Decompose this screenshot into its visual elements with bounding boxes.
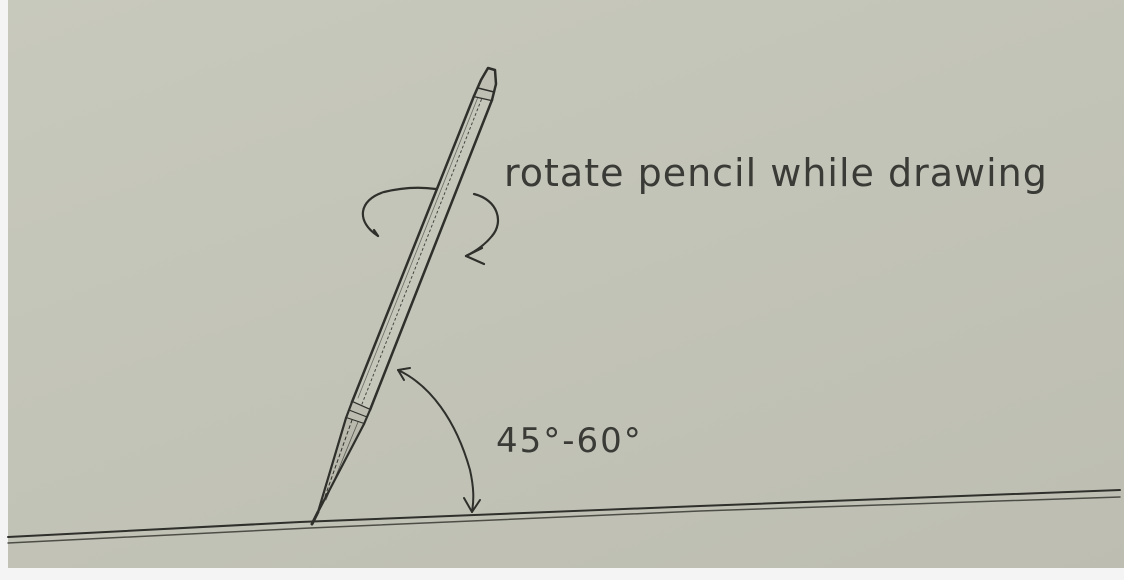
surface-line [7,489,1121,544]
rotation-arrow-icon [361,186,500,266]
angle-arc-icon [397,367,481,513]
angle-range-label: 45°-60° [496,421,643,461]
image-border-bottom [0,568,1124,580]
image-border-left [0,0,8,580]
rotate-pencil-label: rotate pencil while drawing [504,151,1048,195]
pencil-icon [310,66,498,526]
